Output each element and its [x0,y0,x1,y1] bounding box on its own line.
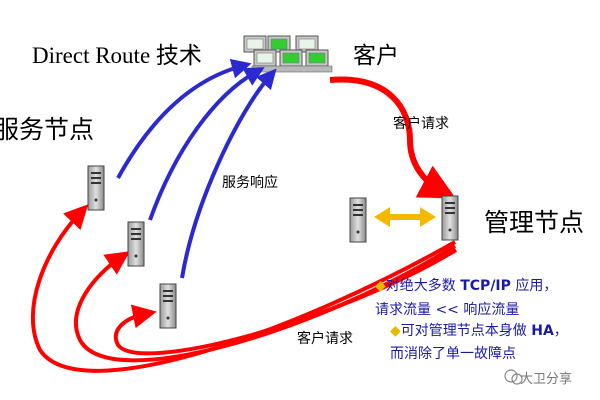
management-node-label: 管理节点 [484,208,585,237]
note-line-2: 请求流量 << 响应流量 [375,302,520,318]
client-request-label-bottom: 客户请求 [297,331,353,347]
dispatch-arrow-1 [30,204,456,373]
diagram-title: Direct Route 技术 [32,43,202,68]
note-line-3: ◆可对管理节点本身做 HA， [390,323,568,339]
client-request-arrow [329,76,456,199]
service-node-3-icon [159,283,177,329]
watermark-text: 大卫分享 [520,372,573,387]
note-line-4: 而消除了单一故障点 [390,346,516,362]
client-label: 客户 [353,43,399,69]
service-node-1-icon [87,165,105,211]
response-arrow-2 [148,67,265,221]
service-response-label: 服务响应 [222,175,278,191]
backup-management-node-icon [349,197,367,243]
note-line-1: ◆对绝大多数 TCP/IP 应用， [375,278,558,294]
client-computers-icon [243,35,333,73]
watermark-logo-icon [504,369,523,385]
bullet-diamond-icon: ◆ [390,323,401,339]
management-node-icon [441,195,459,241]
ha-link-arrow [374,207,436,227]
service-node-2-icon [127,221,145,267]
dispatch-arrow-3 [114,248,458,356]
response-arrow-3 [180,68,277,279]
bullet-diamond-icon: ◆ [375,278,386,294]
response-arrow-1 [116,58,252,179]
client-request-label-top: 客户请求 [393,116,449,132]
service-nodes-label: 服务节点 [0,115,95,144]
